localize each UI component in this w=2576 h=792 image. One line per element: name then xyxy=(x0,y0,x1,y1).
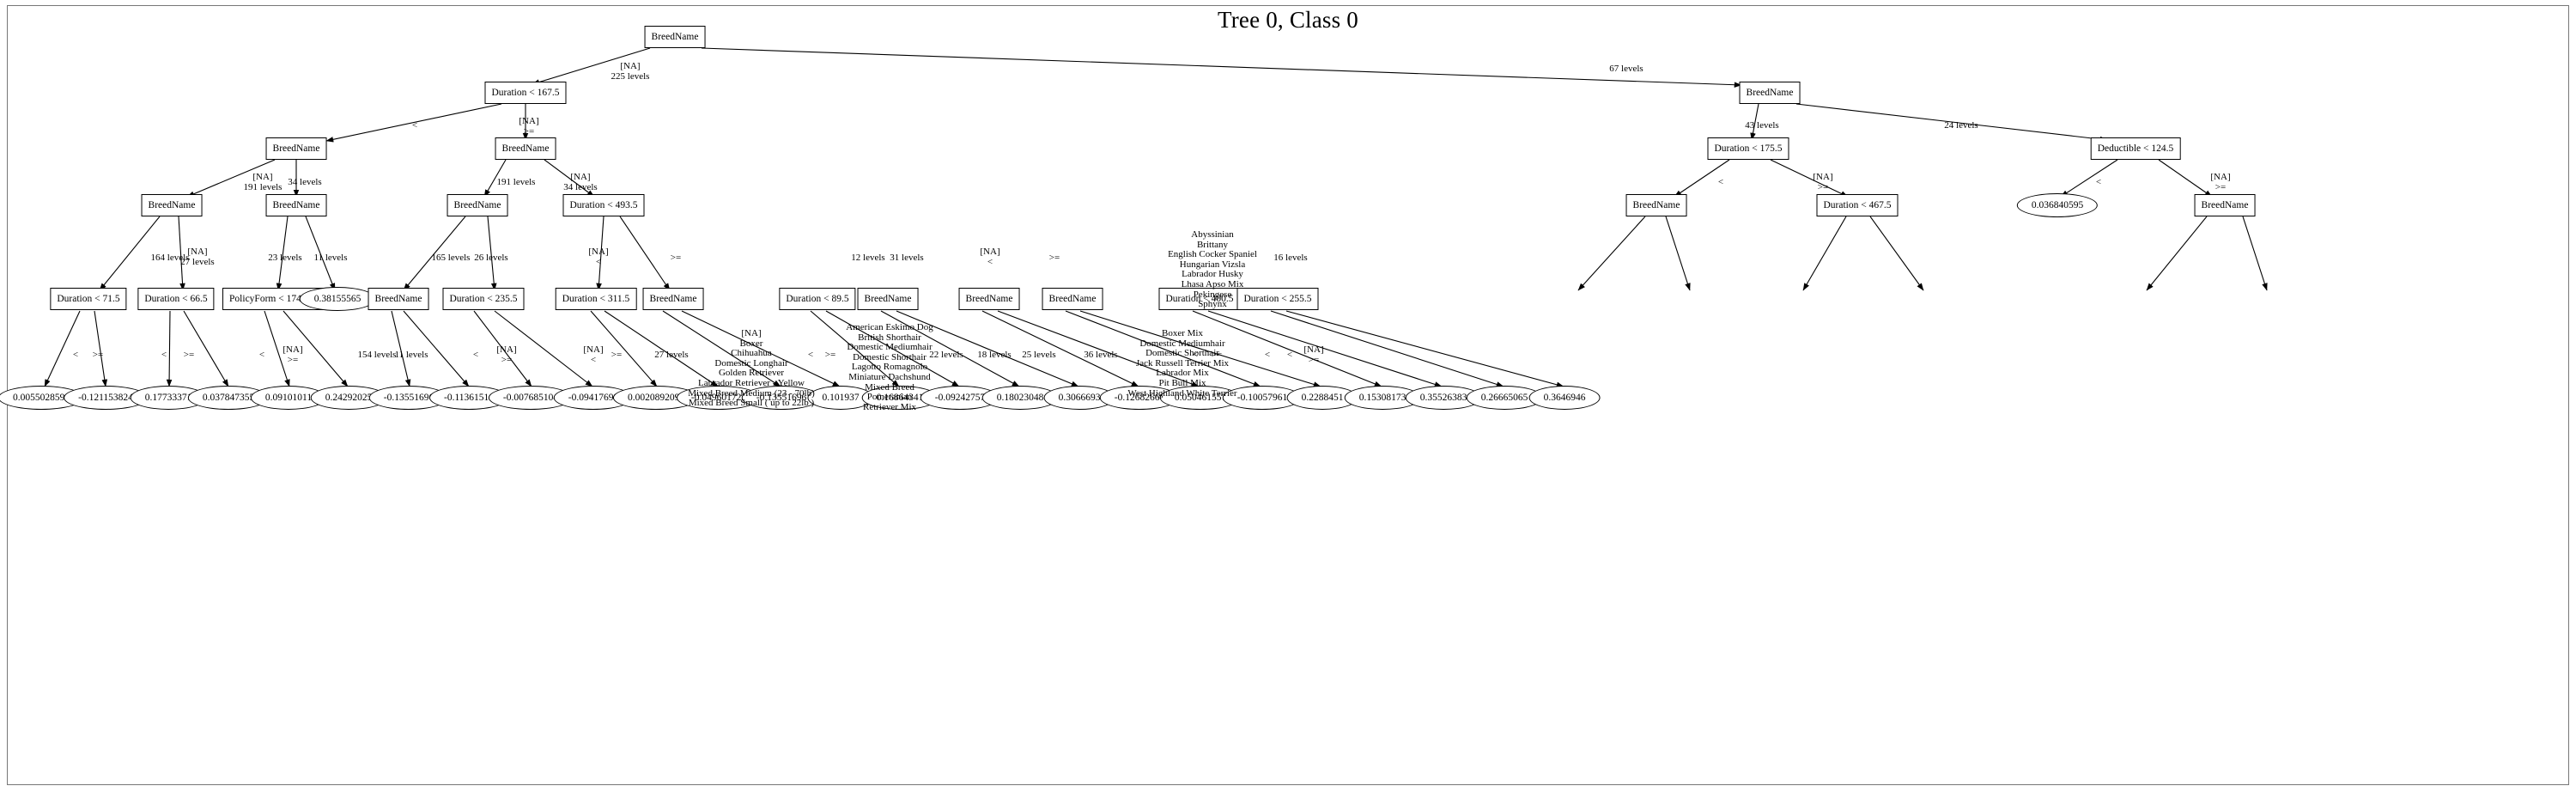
tree-split-node: BreedName xyxy=(265,194,327,216)
edge-label: [NA] 225 levels xyxy=(611,61,650,82)
edge-label: American Eskimo Dog British Shorthair Do… xyxy=(846,322,933,412)
tree-split-node: BreedName xyxy=(368,288,429,310)
edge-label: 22 levels xyxy=(929,350,963,360)
edge-label: [NA] Boxer Chihuahua Domestic Longhair G… xyxy=(688,328,815,409)
edge-label: 154 levels xyxy=(357,350,397,360)
tree-split-node: Duration < 311.5 xyxy=(555,288,637,310)
edge-label: < xyxy=(807,350,814,360)
tree-split-node: BreedName xyxy=(958,288,1020,310)
edge-label: 43 levels xyxy=(1745,120,1779,131)
edge-label: [NA] >= xyxy=(1813,172,1833,192)
edge-label: 164 levels xyxy=(150,253,190,263)
edge-label: < xyxy=(1717,177,1724,187)
tree-leaf-node: 0.3646946 xyxy=(1528,386,1601,410)
edge-label: >= xyxy=(670,253,682,263)
edge-label: 23 levels xyxy=(268,253,302,263)
tree-split-node: BreedName xyxy=(141,194,203,216)
edge-label: [NA] 191 levels xyxy=(243,172,283,192)
edge-label: 27 levels xyxy=(654,350,689,360)
edge-label: < xyxy=(1264,350,1271,360)
edge-label: [NA] < xyxy=(980,247,1000,267)
edge-label: 36 levels xyxy=(1084,350,1118,360)
edge-label: 31 levels xyxy=(890,253,924,263)
tree-split-node: Deductible < 124.5 xyxy=(2090,137,2181,160)
edge-label: < xyxy=(1192,350,1199,360)
edge-label: < xyxy=(1286,350,1293,360)
tree-leaf-node: 0.24292025 xyxy=(310,386,387,410)
tree-split-node: Duration < 66.5 xyxy=(137,288,215,310)
edge-label: [NA] >= xyxy=(2210,172,2231,192)
edge-label: [NA] >= xyxy=(519,116,539,137)
page-title: Tree 0, Class 0 xyxy=(1217,7,1358,33)
tree-split-node: BreedName xyxy=(857,288,919,310)
tree-leaf-node: 0.036840595 xyxy=(2016,193,2099,217)
tree-leaf-node: -0.007685104 xyxy=(488,386,574,410)
edge-label: 25 levels xyxy=(1022,350,1056,360)
edge-label: < xyxy=(411,120,418,131)
edge-label: Abyssinian Brittany English Cocker Spani… xyxy=(1168,229,1257,310)
edge-label: [NA] < xyxy=(583,344,604,365)
edge-label: 191 levels xyxy=(496,177,536,187)
edge-label: >= xyxy=(183,350,195,360)
edge-label: 16 levels xyxy=(1273,253,1308,263)
tree-split-node: Duration < 175.5 xyxy=(1707,137,1789,160)
tree-split-node: BreedName xyxy=(1042,288,1103,310)
tree-leaf-node: 0.050461557 xyxy=(1159,386,1242,410)
tree-split-node: Duration < 167.5 xyxy=(484,82,567,104)
edge-label: < xyxy=(472,350,479,360)
edge-label: >= xyxy=(1048,253,1060,263)
edge-label: [NA] < xyxy=(588,247,609,267)
edge-label: [NA] >= xyxy=(496,344,517,365)
tree-split-node: BreedName xyxy=(642,288,704,310)
edge-label: [NA] >= xyxy=(1303,344,1324,365)
edge-label: < xyxy=(161,350,167,360)
edge-label: >= xyxy=(92,350,104,360)
tree-split-node: BreedName xyxy=(1625,194,1687,216)
tree-split-node: Duration < 467.5 xyxy=(1816,194,1899,216)
edge-label: >= xyxy=(824,350,836,360)
tree-split-node: Duration < 255.5 xyxy=(1236,288,1319,310)
tree-leaf-node: -0.09417698 xyxy=(553,386,634,410)
tree-split-node: BreedName xyxy=(447,194,508,216)
edge-label: [NA] >= xyxy=(283,344,303,365)
edge-label: 12 levels xyxy=(851,253,885,263)
edge-label: 34 levels xyxy=(288,177,322,187)
tree-split-node: Duration < 89.5 xyxy=(779,288,856,310)
edge-label: < xyxy=(2095,177,2102,187)
edge-label: 24 levels xyxy=(1944,120,1978,131)
tree-split-node: BreedName xyxy=(1739,82,1801,104)
tree-leaf-node: 0.38155565 xyxy=(299,287,376,311)
edge-label: < xyxy=(72,350,79,360)
tree-leaf-node: 0.26665065 xyxy=(1466,386,1543,410)
edge-label: 18 levels xyxy=(977,350,1012,360)
edge-label: 26 levels xyxy=(474,253,508,263)
tree-split-node: Duration < 493.5 xyxy=(562,194,645,216)
tree-leaf-node: 0.037847355 xyxy=(187,386,270,410)
edge-label: [NA] 27 levels xyxy=(180,247,215,267)
tree-split-node: Duration < 400.5 xyxy=(1158,288,1241,310)
edge-label: 165 levels xyxy=(431,253,471,263)
edge-label: >= xyxy=(611,350,623,360)
edge-label: [NA] 34 levels xyxy=(563,172,598,192)
tree-split-node: BreedName xyxy=(265,137,327,160)
tree-split-node: Duration < 71.5 xyxy=(50,288,127,310)
edge-label: < xyxy=(258,350,265,360)
tree-split-node: BreedName xyxy=(495,137,556,160)
tree-leaf-node: 0.18023048 xyxy=(981,386,1059,410)
edge-label: Boxer Mix Domestic Mediumhair Domestic S… xyxy=(1127,328,1237,399)
edge-label: 67 levels xyxy=(1609,64,1643,74)
edge-label: 11 levels xyxy=(313,253,348,263)
edge-label: >= xyxy=(1211,350,1223,360)
tree-split-node: BreedName xyxy=(644,26,706,48)
edge-label: 11 levels xyxy=(394,350,428,360)
tree-split-node: Duration < 235.5 xyxy=(442,288,525,310)
tree-split-node: BreedName xyxy=(2194,194,2256,216)
